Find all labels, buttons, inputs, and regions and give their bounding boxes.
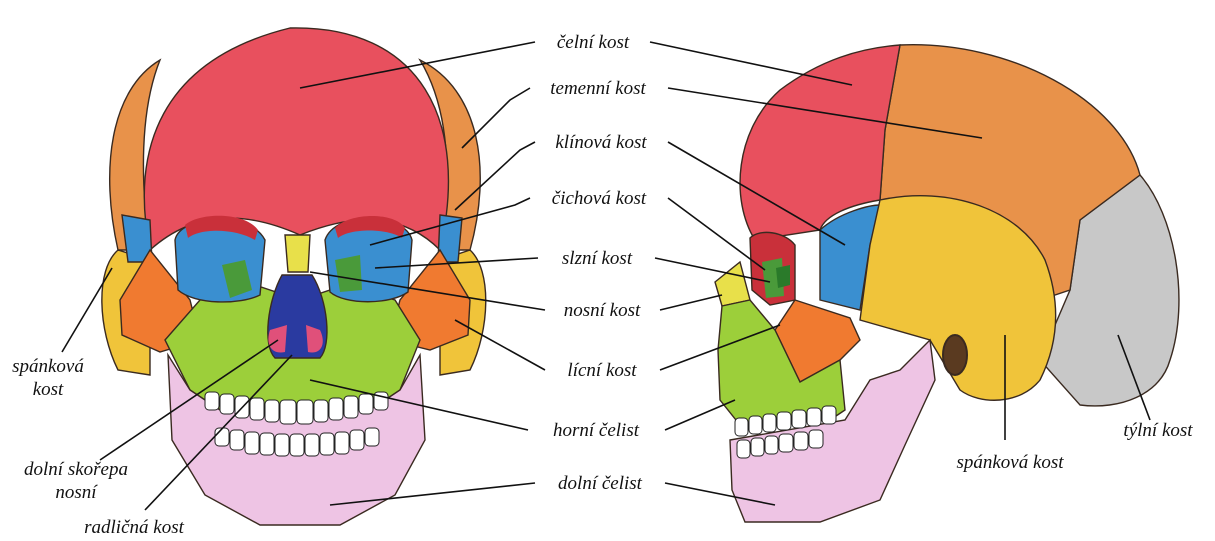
label-radlicna-kost: radličná kost xyxy=(84,517,184,538)
label-spankova-left-2: kost xyxy=(33,379,64,400)
label-cichova-kost: čichová kost xyxy=(552,188,647,209)
label-tylni-kost: týlní kost xyxy=(1123,420,1193,441)
front-skull xyxy=(102,28,486,525)
side-lacrimal xyxy=(776,265,790,288)
side-ear-canal xyxy=(943,335,967,375)
label-temenni-kost: temenní kost xyxy=(550,78,646,99)
label-slzni-kost: slzní kost xyxy=(562,248,633,269)
front-nasal-bone xyxy=(285,235,310,272)
label-nosni-kost: nosní kost xyxy=(564,300,641,321)
leader-nosni-side xyxy=(660,295,722,310)
leader-horni-side xyxy=(665,400,735,430)
label-klinova-kost: klínová kost xyxy=(555,132,647,153)
label-horni-celist: horní čelist xyxy=(553,420,640,441)
label-spankova-right: spánková kost xyxy=(956,452,1064,473)
label-skorepa-2: nosní xyxy=(55,482,98,503)
label-licni-kost: lícní kost xyxy=(567,360,637,381)
label-celni-kost: čelní kost xyxy=(557,32,630,53)
front-frontal-bone xyxy=(144,28,448,250)
label-spankova-left-1: spánková xyxy=(12,356,84,377)
side-nasal-bone xyxy=(715,262,750,306)
side-skull xyxy=(715,45,1179,522)
leader-celni-side xyxy=(650,42,852,85)
label-skorepa-1: dolní skořepa xyxy=(24,459,128,480)
label-dolni-celist: dolní čelist xyxy=(558,473,643,494)
